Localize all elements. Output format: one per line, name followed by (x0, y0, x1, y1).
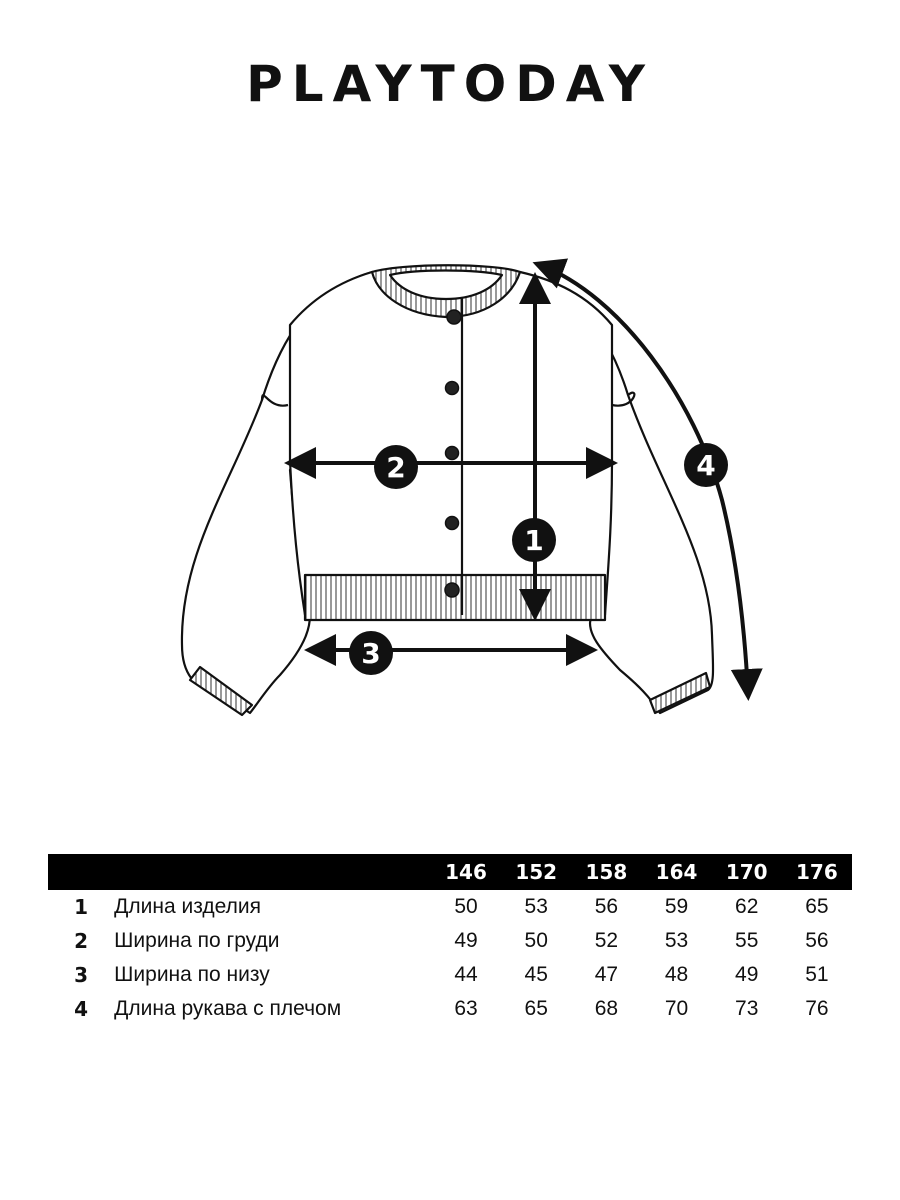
svg-text:2: 2 (386, 451, 405, 484)
row-number: 3 (74, 963, 89, 987)
table-cell: 56 (594, 895, 619, 918)
table-cell: 73 (735, 997, 759, 1020)
table-cell: 45 (524, 963, 548, 986)
table-cell: 50 (454, 895, 478, 918)
row-label: Ширина по груди (114, 929, 280, 952)
size-146: 146 (430, 854, 502, 890)
table-cell: 65 (805, 895, 829, 918)
row-label: Длина изделия (114, 895, 261, 918)
table-cell: 65 (524, 997, 548, 1020)
table-cell: 47 (594, 963, 619, 986)
table-cell: 52 (594, 929, 619, 952)
size-176: 176 (781, 854, 852, 890)
table-cell: 50 (524, 929, 548, 952)
table-cell: 44 (454, 963, 478, 986)
table-cell: 53 (664, 929, 689, 952)
svg-text:1: 1 (524, 524, 543, 557)
table-cell: 70 (664, 997, 689, 1020)
table-cell: 76 (805, 997, 829, 1020)
svg-text:3: 3 (361, 637, 380, 670)
svg-text:4: 4 (696, 449, 715, 482)
table-cell: 53 (524, 895, 548, 918)
brand-logo: PLAYTODAY (246, 55, 654, 113)
size-header-row: 146 152 158 164 170 176 (48, 854, 852, 890)
table-cell: 68 (594, 997, 619, 1020)
size-158: 158 (571, 854, 642, 890)
row-label: Длина рукава с плечом (114, 997, 342, 1020)
table-row: 3 Ширина по низу 44 45 47 48 49 51 (48, 958, 852, 992)
row-label: Ширина по низу (114, 963, 270, 986)
table-cell: 62 (735, 895, 759, 918)
table-cell: 63 (454, 997, 478, 1020)
row-number: 4 (74, 997, 89, 1021)
size-152: 152 (501, 854, 572, 890)
marker-4: 4 (684, 443, 728, 487)
table-cell: 49 (454, 929, 478, 952)
hem-rib (303, 573, 607, 622)
marker-1: 1 (512, 518, 556, 562)
left-cuff (188, 665, 254, 717)
table-row: 4 Длина рукава с плечом 63 65 68 70 73 7… (48, 992, 852, 1026)
table-cell: 48 (664, 963, 689, 986)
cardigan-measurement-diagram: 1 2 3 4 (180, 258, 763, 717)
table-cell: 56 (805, 929, 829, 952)
row-number: 1 (74, 895, 89, 919)
table-cell: 59 (664, 895, 689, 918)
size-164: 164 (641, 854, 712, 890)
size-chart-table: 146 152 158 164 170 176 1 Длина изделия … (48, 854, 852, 1026)
marker-2: 2 (374, 445, 418, 489)
row-number: 2 (74, 929, 89, 953)
table-cell: 49 (735, 963, 759, 986)
size-170: 170 (711, 854, 782, 890)
table-cell: 55 (735, 929, 759, 952)
table-cell: 51 (805, 963, 829, 986)
table-row: 1 Длина изделия 50 53 56 59 62 65 (48, 890, 852, 924)
table-row: 2 Ширина по груди 49 50 52 53 55 56 (48, 924, 852, 958)
marker-3: 3 (349, 631, 393, 675)
